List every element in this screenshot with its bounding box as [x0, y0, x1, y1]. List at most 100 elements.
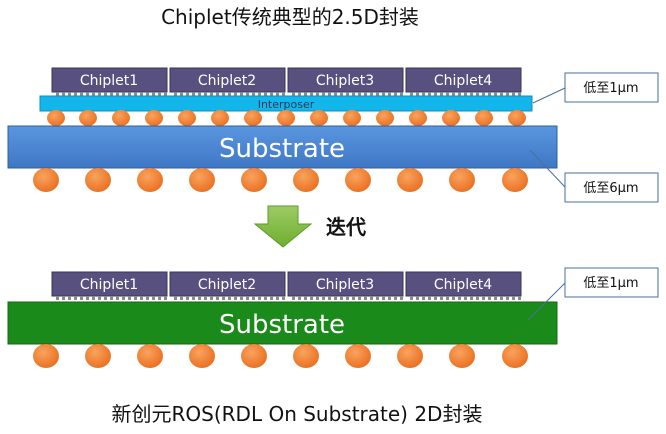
micro-bump [434, 92, 437, 96]
micro-bump [92, 296, 95, 300]
micro-bump [370, 92, 373, 96]
micro-bump [358, 296, 361, 300]
top-chiplet-2: Chiplet2 [169, 67, 286, 93]
micro-bump [328, 296, 331, 300]
bottom-chiplet-2-label: Chiplet2 [198, 277, 256, 293]
top-chiplet-3-label: Chiplet3 [316, 73, 374, 89]
micro-bump [410, 92, 413, 96]
micro-bump [240, 296, 243, 300]
micro-bump [494, 92, 497, 96]
micro-bump [246, 92, 249, 96]
micro-bump [128, 92, 131, 96]
micro-bump [494, 296, 497, 300]
top-chiplet-4-label: Chiplet4 [434, 73, 492, 89]
micro-bump [282, 92, 285, 96]
micro-bump [482, 92, 485, 96]
micro-bump [500, 296, 503, 300]
micro-bump [340, 92, 343, 96]
micro-bump [446, 92, 449, 96]
solder-ball [449, 168, 475, 192]
micro-bump [234, 92, 237, 96]
micro-bump [56, 296, 59, 300]
micro-bump [358, 92, 361, 96]
micro-bump [270, 296, 273, 300]
top-chiplet-3: Chiplet3 [287, 67, 404, 93]
interposer-bump [409, 110, 427, 126]
micro-bump [180, 92, 183, 96]
micro-bump [246, 296, 249, 300]
micro-bump [252, 92, 255, 96]
micro-bump [258, 296, 261, 300]
micro-bump [92, 92, 95, 96]
iterate-arrow: 迭代 [253, 205, 366, 248]
micro-bump [134, 296, 137, 300]
micro-bump [458, 296, 461, 300]
micro-bump [352, 92, 355, 96]
bottom-chiplet-4: Chiplet4 [405, 271, 522, 297]
micro-bump [186, 296, 189, 300]
micro-bump [222, 296, 225, 300]
micro-bump [506, 92, 509, 96]
micro-bump [346, 92, 349, 96]
micro-bump [452, 296, 455, 300]
callout-bottom-substrate-label: 低至1μm [583, 276, 638, 291]
micro-bump [68, 92, 71, 96]
micro-bump [488, 296, 491, 300]
micro-bump [216, 296, 219, 300]
solder-ball [293, 168, 319, 192]
micro-bump [370, 296, 373, 300]
interposer-bump [145, 110, 163, 126]
micro-bump [298, 296, 301, 300]
micro-bump [458, 92, 461, 96]
micro-bump [74, 92, 77, 96]
solder-ball [397, 344, 423, 368]
interposer-bump [277, 110, 295, 126]
micro-bump [416, 92, 419, 96]
bottom-substrate-label: Substrate [219, 310, 345, 340]
micro-bump [56, 92, 59, 96]
bottom-micro-bumps [56, 296, 521, 300]
solder-ball [449, 344, 475, 368]
interposer-bump [211, 110, 229, 126]
micro-bump [334, 296, 337, 300]
callout-top-substrate: 低至6μm [529, 149, 659, 203]
micro-bump [86, 92, 89, 96]
micro-bump [210, 296, 213, 300]
micro-bump [388, 92, 391, 96]
bottom-chiplet-2: Chiplet2 [169, 271, 286, 297]
micro-bump [410, 296, 413, 300]
micro-bump [416, 296, 419, 300]
micro-bump [470, 296, 473, 300]
solder-ball [345, 344, 371, 368]
micro-bump [140, 92, 143, 96]
micro-bump [192, 296, 195, 300]
micro-bump [488, 92, 491, 96]
solder-ball [137, 344, 163, 368]
solder-ball [345, 168, 371, 192]
micro-bump [146, 92, 149, 96]
micro-bump [364, 92, 367, 96]
micro-bump [222, 92, 225, 96]
micro-bump [62, 296, 65, 300]
micro-bump [440, 296, 443, 300]
top-substrate: Substrate [7, 125, 558, 169]
solder-ball [293, 344, 319, 368]
micro-bump [304, 92, 307, 96]
callout-top-substrate-label: 低至6μm [583, 181, 638, 196]
bottom-chiplet-4-label: Chiplet4 [434, 277, 492, 293]
title-top: Chiplet传统典型的2.5D封装 [161, 5, 419, 29]
micro-bump [158, 92, 161, 96]
micro-bump [322, 296, 325, 300]
micro-bump [210, 92, 213, 96]
interposer-bump [343, 110, 361, 126]
micro-bump [128, 296, 131, 300]
micro-bump [394, 296, 397, 300]
micro-bump [482, 296, 485, 300]
solder-ball [33, 168, 59, 192]
micro-bump [352, 296, 355, 300]
micro-bump [400, 92, 403, 96]
micro-bump [422, 92, 425, 96]
micro-bump [86, 296, 89, 300]
callout-interposer-label: 低至1μm [583, 81, 638, 96]
